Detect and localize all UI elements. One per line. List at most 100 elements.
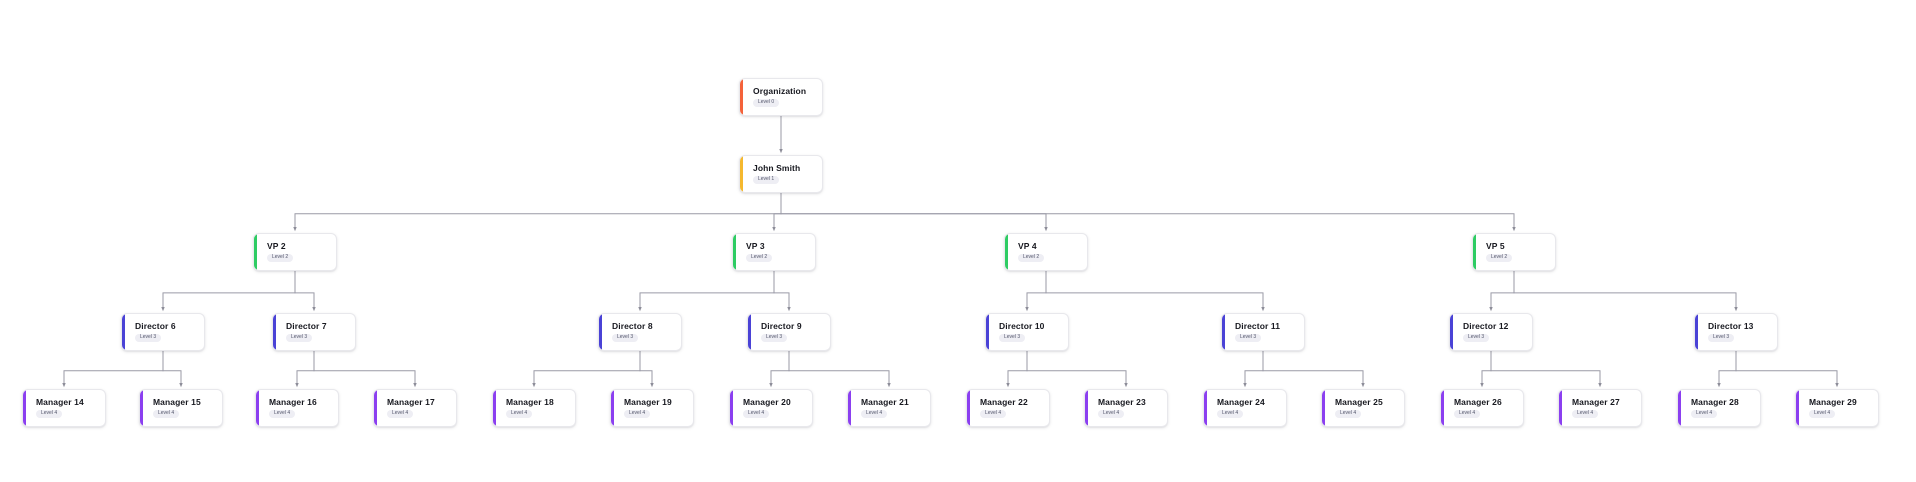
node-title: John Smith xyxy=(753,162,801,173)
node-title: Director 10 xyxy=(999,320,1045,331)
node-title: Manager 19 xyxy=(624,396,672,407)
node-title: Manager 27 xyxy=(1572,396,1620,407)
org-edge xyxy=(532,351,641,388)
node-level-badge: Level 4 xyxy=(1217,409,1244,419)
node-level-badge: Level 4 xyxy=(153,409,180,419)
node-accent-bar xyxy=(730,390,733,426)
org-edge xyxy=(1045,271,1265,312)
node-title: Organization xyxy=(753,85,807,96)
node-level-badge: Level 4 xyxy=(36,409,63,419)
node-accent-bar xyxy=(1222,314,1225,350)
node-title: Manager 18 xyxy=(506,396,554,407)
org-edge xyxy=(639,351,654,388)
node-body: Manager 27 Level 4 xyxy=(1559,396,1641,419)
node-accent-bar xyxy=(1322,390,1325,426)
node-level-badge: Level 0 xyxy=(753,98,780,108)
node-title: Director 8 xyxy=(612,320,653,331)
node-title: Manager 29 xyxy=(1809,396,1857,407)
org-edge xyxy=(780,193,1048,232)
node-accent-bar xyxy=(986,314,989,350)
org-node[interactable]: Manager 19 Level 4 xyxy=(610,389,694,427)
node-level-badge: Level 3 xyxy=(1235,333,1262,343)
node-body: Manager 19 Level 4 xyxy=(611,396,693,419)
node-level-badge: Level 4 xyxy=(269,409,296,419)
node-title: Director 9 xyxy=(761,320,802,331)
org-node[interactable]: Director 8 Level 3 xyxy=(598,313,682,351)
node-accent-bar xyxy=(1559,390,1562,426)
node-level-badge: Level 4 xyxy=(1809,409,1836,419)
node-accent-bar xyxy=(599,314,602,350)
org-node[interactable]: Manager 18 Level 4 xyxy=(492,389,576,427)
org-node[interactable]: Manager 29 Level 4 xyxy=(1795,389,1879,427)
node-level-badge: Level 4 xyxy=(743,409,770,419)
node-level-badge: Level 3 xyxy=(1708,333,1735,343)
node-body: Manager 14 Level 4 xyxy=(23,396,105,419)
org-edge xyxy=(1480,351,1492,388)
node-title: Director 6 xyxy=(135,320,176,331)
org-edge xyxy=(638,271,775,312)
node-title: Manager 21 xyxy=(861,396,909,407)
node-level-badge: Level 4 xyxy=(624,409,651,419)
org-edge xyxy=(1006,351,1028,388)
org-node[interactable]: Director 7 Level 3 xyxy=(272,313,356,351)
org-edge xyxy=(162,351,183,388)
node-accent-bar xyxy=(740,79,743,115)
node-accent-bar xyxy=(1473,234,1476,270)
node-level-badge: Level 4 xyxy=(506,409,533,419)
node-level-badge: Level 4 xyxy=(1572,409,1599,419)
org-edge xyxy=(1513,271,1738,312)
org-edge xyxy=(1490,351,1602,388)
node-level-badge: Level 3 xyxy=(612,333,639,343)
node-level-badge: Level 1 xyxy=(753,175,780,185)
node-accent-bar xyxy=(1005,234,1008,270)
node-level-badge: Level 4 xyxy=(1335,409,1362,419)
org-node[interactable]: Manager 14 Level 4 xyxy=(22,389,106,427)
org-node[interactable]: Manager 27 Level 4 xyxy=(1558,389,1642,427)
node-accent-bar xyxy=(1796,390,1799,426)
node-level-badge: Level 3 xyxy=(286,333,313,343)
node-level-badge: Level 4 xyxy=(387,409,414,419)
node-level-badge: Level 3 xyxy=(1463,333,1490,343)
node-accent-bar xyxy=(848,390,851,426)
node-accent-bar xyxy=(1204,390,1207,426)
node-level-badge: Level 2 xyxy=(1486,253,1513,263)
node-title: Manager 14 xyxy=(36,396,84,407)
node-accent-bar xyxy=(374,390,377,426)
node-level-badge: Level 2 xyxy=(267,253,294,263)
node-body: Director 8 Level 3 xyxy=(599,320,681,343)
org-edge xyxy=(769,351,790,388)
node-title: Director 7 xyxy=(286,320,327,331)
